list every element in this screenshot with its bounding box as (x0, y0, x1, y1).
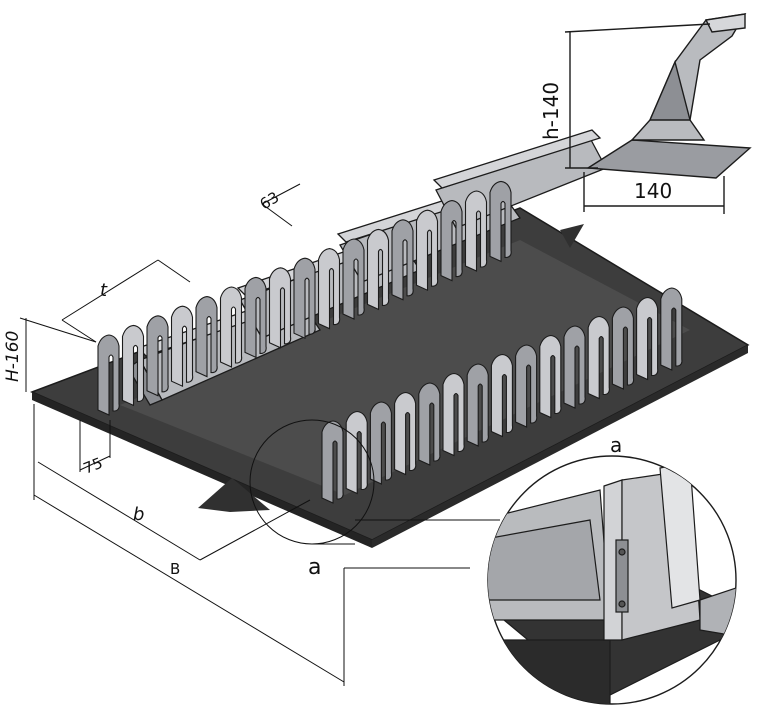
sidewall-corrugation (440, 200, 463, 282)
sidewall-corrugation (563, 325, 586, 409)
label-63: 63 (257, 188, 283, 213)
sidewall-corrugation (415, 209, 439, 292)
label-h-140: h-140 (539, 82, 563, 140)
sidewall-corrugation (342, 238, 365, 320)
sidewall-corrugation (97, 334, 120, 416)
sidewall-corrugation (466, 363, 489, 447)
sidewall-corrugation (539, 334, 562, 419)
label-t: t (100, 280, 108, 301)
sidewall-corrugation (391, 219, 414, 301)
sidewall-corrugation (587, 315, 610, 400)
label-H-160: H-160 (3, 331, 23, 382)
sidewall-corrugation (611, 306, 635, 390)
sidewall-corrugation (195, 296, 218, 378)
sidewall-corrugation (442, 372, 465, 457)
sidewall-corrugation (219, 286, 243, 368)
label-140: 140 (634, 179, 672, 203)
label-a-main: a (308, 555, 321, 580)
sidewall-corrugation (146, 315, 169, 397)
sidewall-left (97, 180, 512, 416)
sidewall-corrugation (464, 190, 488, 272)
sidewall-corrugation (489, 180, 512, 263)
label-a-zoom: a (610, 433, 622, 457)
sidewall-corrugation (121, 324, 145, 407)
label-B: B (170, 560, 180, 578)
sidewall-corrugation (293, 257, 316, 340)
sidewall-right (321, 287, 683, 504)
sidewall-corrugation (244, 276, 267, 359)
sidewall-corrugation (660, 287, 683, 371)
cleat-profile (564, 13, 752, 214)
sidewall-corrugation (317, 248, 341, 330)
dimension-lines (19, 183, 500, 686)
belt-base (30, 207, 750, 548)
sidewall-corrugation (345, 410, 368, 495)
sidewall-corrugation (418, 382, 441, 466)
sidewall-corrugation (366, 228, 390, 311)
detail-zoom (487, 455, 737, 705)
sidewall-corrugation (490, 353, 514, 438)
label-b: b (133, 504, 144, 525)
sidewall-corrugation (268, 267, 292, 349)
sidewall-corrugation (369, 401, 393, 485)
sidewall-corrugation (515, 344, 538, 428)
label-75: 75 (81, 454, 105, 478)
sidewall-corrugation (170, 305, 194, 388)
sidewall-corrugation (636, 296, 659, 381)
sidewall-corrugation (321, 420, 344, 504)
sidewall-corrugation (394, 391, 417, 476)
